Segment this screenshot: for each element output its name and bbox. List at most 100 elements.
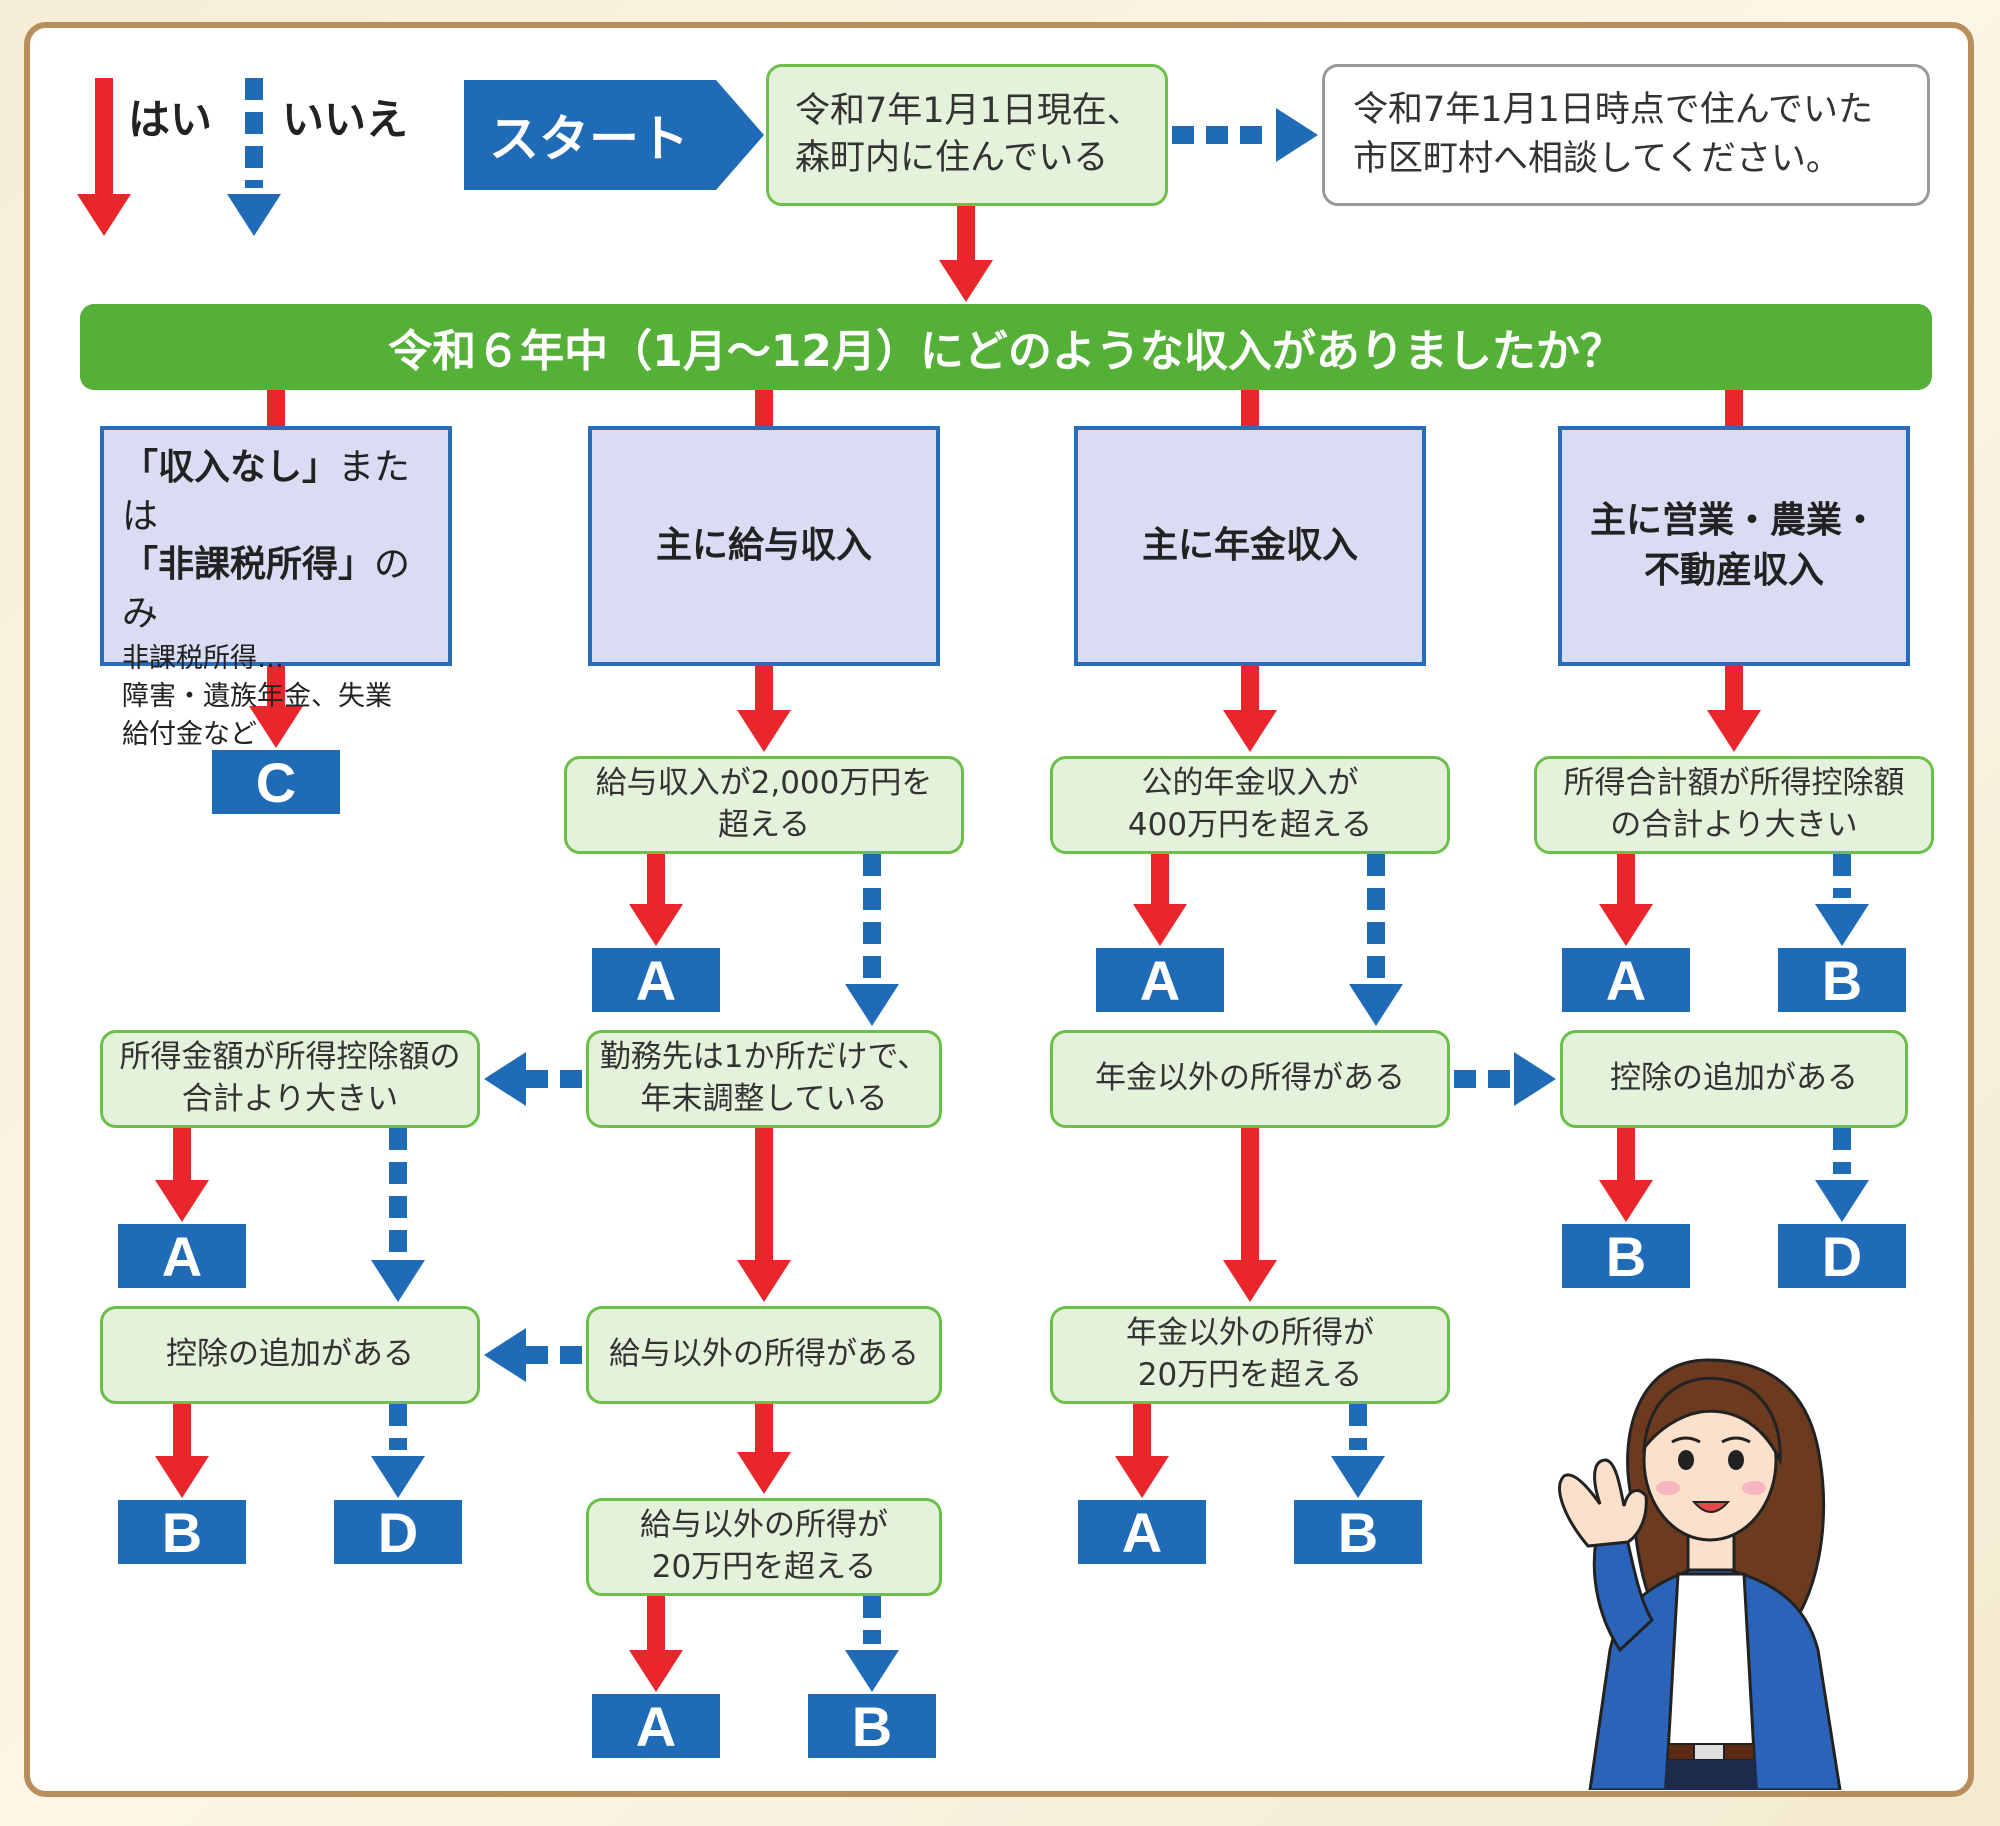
salary-q1-no-head xyxy=(845,984,899,1026)
no-income-rest1: または xyxy=(122,447,411,537)
category-pension: 主に年金収入 xyxy=(1074,426,1426,666)
salary-q5-yes-shaft xyxy=(755,1404,773,1454)
salary-q1-no-dash-0 xyxy=(863,854,881,876)
pension-q3-line1: 年金以外の所得が xyxy=(1126,1315,1374,1352)
residence-question: 令和7年1月1日現在、森町内に住んでいる xyxy=(766,64,1168,206)
pension-q1-line1: 公的年金収入が xyxy=(1141,765,1359,802)
category-business: 主に営業・農業・不動産収入 xyxy=(1558,426,1910,666)
salary-q3-no-dash-1 xyxy=(389,1162,407,1184)
business-q2-yes-head xyxy=(1599,1180,1653,1222)
pension-q2-no-dash-0 xyxy=(1454,1070,1476,1088)
result-d-deduction: D xyxy=(1778,1224,1906,1288)
business-q1-yes-shaft xyxy=(1617,854,1635,906)
presenter-illustration xyxy=(1558,1358,1842,1790)
legend-no-arrow-head xyxy=(227,194,281,236)
pension-q1-line2: 400万円を超える xyxy=(1127,807,1373,843)
legend-no-arrow-dash-1 xyxy=(245,112,263,134)
salary-q1-no-dash-2 xyxy=(863,922,881,944)
category-stub-3 xyxy=(1725,390,1743,426)
additional-deduction-question-right: 控除の追加がある xyxy=(1560,1030,1908,1128)
business-to-q1-arrow-shaft xyxy=(1725,666,1743,712)
no-income-bold1: 「収入なし」 xyxy=(122,447,339,488)
salary-q2-line1: 勤務先は1か所だけで、 xyxy=(599,1039,929,1076)
pension-over-4m-question: 公的年金収入が 400万円を超える xyxy=(1050,756,1450,854)
business-q2-yes-shaft xyxy=(1617,1128,1635,1182)
residence-question-line1: 令和7年1月1日現在、 xyxy=(795,90,1142,131)
business-q2-no-dash-1 xyxy=(1833,1162,1851,1174)
legend-no-arrow-dash-3 xyxy=(245,180,263,188)
salary-q2-no-dash-0 xyxy=(560,1070,582,1088)
start-arrow-shape xyxy=(464,80,764,190)
result-b-business: B xyxy=(1778,948,1906,1012)
business-line1: 主に営業・農業・ xyxy=(1589,499,1878,541)
pension-q1-no-head xyxy=(1349,984,1403,1026)
salary-q2-no-dash-1 xyxy=(526,1070,548,1088)
non-taxable-note1: 非課税所得… xyxy=(122,643,284,675)
start-label: スタート xyxy=(489,110,689,168)
business-q1-yes-head xyxy=(1599,904,1653,946)
legend-no-arrow-dash-0 xyxy=(245,78,263,100)
salary-q2-line2: 年末調整している xyxy=(640,1081,888,1117)
non-taxable-note3: 給付金など xyxy=(122,718,257,750)
result-b-deduction: B xyxy=(1562,1224,1690,1288)
legend-yes-label: はい xyxy=(128,95,213,144)
salary-q2-no-head xyxy=(484,1052,526,1106)
salary-q4-yes-shaft xyxy=(173,1404,191,1458)
salary-q5-yes-head xyxy=(737,1452,791,1494)
start-no-arrow-dash-1 xyxy=(1206,126,1228,144)
business-q1-line2: の合計より大きい xyxy=(1610,807,1858,843)
pension-q1-yes-head xyxy=(1133,904,1187,946)
pension-q3-yes-head xyxy=(1115,1456,1169,1498)
pension-q1-no-dash-1 xyxy=(1367,888,1385,910)
salary-q3-line2: 合計より大きい xyxy=(181,1081,399,1117)
salary-q6-line1: 給与以外の所得が xyxy=(640,1507,888,1544)
additional-deduction-question-left: 控除の追加がある xyxy=(100,1306,480,1404)
salary-q3-line1: 所得金額が所得控除額の xyxy=(119,1039,461,1076)
business-q2-no-head xyxy=(1815,1180,1869,1222)
salary-q1-line2: 超える xyxy=(717,807,811,843)
salary-q2-yes-head xyxy=(737,1260,791,1302)
none-to-c-arrow-head xyxy=(249,706,303,748)
salary-q2-yes-shaft xyxy=(755,1128,773,1262)
start-yes-arrow-shaft xyxy=(957,206,975,262)
start-no-arrow-head xyxy=(1276,108,1318,162)
salary-q3-yes-head xyxy=(155,1180,209,1222)
salary-q6-no-dash-0 xyxy=(863,1596,881,1618)
pension-q3-yes-shaft xyxy=(1133,1404,1151,1458)
none-to-c-arrow-shaft xyxy=(267,666,285,708)
business-q2-no-dash-0 xyxy=(1833,1128,1851,1150)
result-a-pension-other: A xyxy=(1078,1500,1206,1564)
business-q1-no-dash-0 xyxy=(1833,854,1851,876)
non-taxable-rest: のみ xyxy=(122,544,411,634)
result-a-income-check: A xyxy=(118,1224,246,1288)
consult-line2: 市区町村へ相談してください。 xyxy=(1353,139,1841,179)
category-salary: 主に給与収入 xyxy=(588,426,940,666)
salary-q1-no-dash-1 xyxy=(863,888,881,910)
legend-yes-arrow-shaft xyxy=(95,78,113,196)
salary-to-q1-arrow-shaft xyxy=(755,666,773,712)
category-stub-2 xyxy=(1241,390,1259,426)
salary-q3-no-dash-2 xyxy=(389,1196,407,1218)
result-a-pension: A xyxy=(1096,948,1224,1012)
pension-to-q1-arrow-head xyxy=(1223,710,1277,752)
salary-q4-no-dash-1 xyxy=(389,1438,407,1450)
pension-q2-no-dash-1 xyxy=(1488,1070,1510,1088)
income-vs-deduction-question: 所得金額が所得控除額の合計より大きい xyxy=(100,1030,480,1128)
salary-q6-yes-head xyxy=(629,1650,683,1692)
consult-municipality-box: 令和7年1月1日時点で住んでいた市区町村へ相談してください。 xyxy=(1322,64,1930,206)
category-stub-1 xyxy=(755,390,773,426)
business-q1-no-dash-1 xyxy=(1833,888,1851,898)
result-b-pension-other: B xyxy=(1294,1500,1422,1564)
pension-q1-no-dash-0 xyxy=(1367,854,1385,876)
result-d-left: D xyxy=(334,1500,462,1564)
salary-q4-no-dash-0 xyxy=(389,1404,407,1426)
legend-no-label: いいえ xyxy=(282,95,409,144)
pension-q2-no-head xyxy=(1514,1052,1556,1106)
start-no-arrow-dash-2 xyxy=(1240,126,1262,144)
salary-q1-yes-head xyxy=(629,904,683,946)
salary-q3-no-dash-3 xyxy=(389,1230,407,1252)
pension-q3-no-head xyxy=(1331,1456,1385,1498)
other-than-salary-question: 給与以外の所得がある xyxy=(586,1306,942,1404)
